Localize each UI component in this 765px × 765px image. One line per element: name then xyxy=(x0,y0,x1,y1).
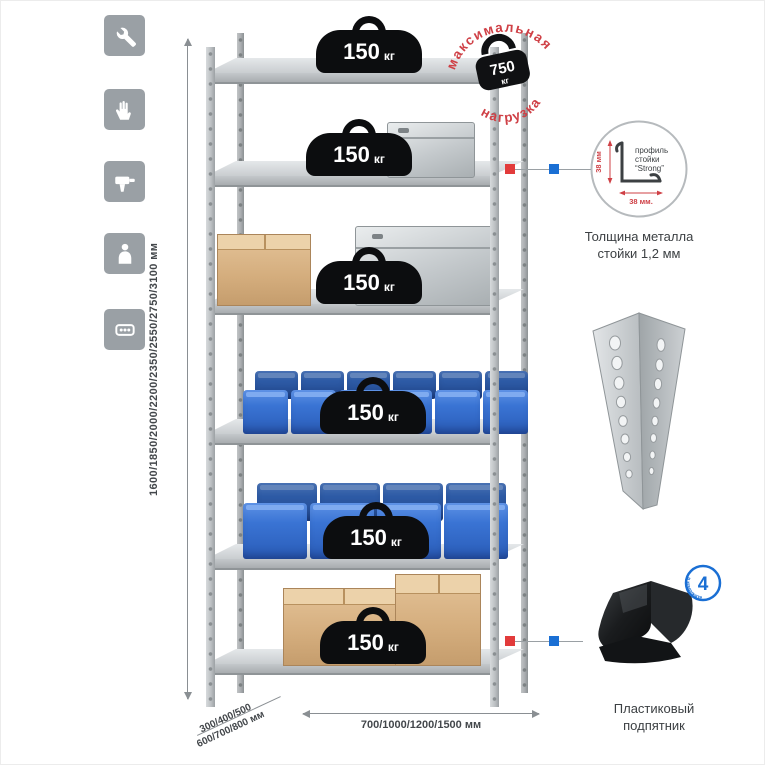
storage-bin xyxy=(435,390,480,434)
load-unit: кг xyxy=(387,639,399,654)
load-value: 150 xyxy=(350,524,387,550)
weight-handle-icon xyxy=(356,607,390,627)
load-value: 150 xyxy=(333,141,370,167)
foot-caption-line2: подпятник xyxy=(623,717,685,733)
drill-icon xyxy=(114,176,135,192)
load-value: 150 xyxy=(347,629,384,655)
rack-post-back-left xyxy=(237,33,244,693)
profile-drawing xyxy=(620,141,662,183)
load-value: 150 xyxy=(347,399,384,425)
weight-handle-icon xyxy=(352,16,386,36)
rack-post-front-right xyxy=(490,47,499,707)
foot-face-right xyxy=(651,581,693,643)
callout-marker-red xyxy=(505,636,515,646)
foot-base xyxy=(599,636,681,664)
shelf-front-edge xyxy=(206,434,496,445)
upright-profile-photo xyxy=(592,312,686,511)
feature-tile-assembly xyxy=(104,15,145,56)
load-unit: кг xyxy=(383,48,395,63)
shelf-front-edge xyxy=(206,304,496,315)
perforation-holes xyxy=(609,335,666,479)
dim-arrow xyxy=(619,190,625,196)
foot-highlight xyxy=(619,584,647,613)
callout-marker-blue xyxy=(549,164,559,174)
profile-label-1: профиль xyxy=(635,146,668,155)
shelf-front-edge xyxy=(206,176,496,187)
profile-curl-right xyxy=(649,173,662,183)
weight-handle-icon xyxy=(356,377,390,397)
storage-bin xyxy=(243,503,307,559)
profile-caption-line2: стойки 1,2 мм xyxy=(597,245,681,261)
dim-arrow xyxy=(657,190,663,196)
foot-face-left xyxy=(598,581,651,649)
shelf-front-edge xyxy=(206,664,496,675)
profile-label-2: стойки xyxy=(635,155,659,164)
rack-post-back-right xyxy=(521,33,528,693)
profile-caption: Толщина металла стойки 1,2 мм xyxy=(564,229,714,263)
weight-handle-icon xyxy=(342,119,376,139)
stamp-value: 750 xyxy=(488,58,516,80)
shelf-front-edge xyxy=(206,559,496,570)
load-unit: кг xyxy=(383,279,395,294)
load-value: 150 xyxy=(343,269,380,295)
dim-text-horizontal: 38 мм. xyxy=(629,197,653,206)
callout-marker-red xyxy=(505,164,515,174)
storage-bin xyxy=(243,390,288,434)
load-unit: кг xyxy=(390,534,402,549)
rack-post-front-left xyxy=(206,47,215,707)
profile-caption-line1: Толщина металла xyxy=(584,229,694,244)
dim-text-vertical: 38 мм xyxy=(594,151,603,173)
quantity-badge-value: 4 xyxy=(698,574,709,595)
callout-circle-border xyxy=(590,120,688,218)
glove-icon xyxy=(115,100,131,120)
load-unit: кг xyxy=(373,151,385,166)
callout-line-bottom xyxy=(511,641,583,642)
dim-arrow xyxy=(607,140,613,146)
height-dimension-line xyxy=(183,38,192,700)
wrench-icon xyxy=(116,27,136,47)
stamp-word-bottom: нагрузка xyxy=(476,92,547,131)
shelf-front-edge xyxy=(206,73,496,84)
feature-tile-gloves xyxy=(104,89,145,130)
width-dimension-label: 700/1000/1200/1500 мм xyxy=(360,719,482,731)
stamp-weight-handle-icon xyxy=(481,34,516,56)
weight-handle-icon xyxy=(352,247,386,267)
quantity-badge xyxy=(684,564,722,602)
stamp-weight-body-icon xyxy=(475,49,530,91)
width-dimension-line xyxy=(302,709,540,718)
dim-arrow xyxy=(607,178,613,184)
stamp-unit: кг xyxy=(500,75,510,86)
callout-marker-blue xyxy=(549,636,559,646)
max-load-stamp: максимальная нагрузка 750 кг xyxy=(436,9,557,131)
profile-curl-top xyxy=(615,141,624,153)
cardboard-box xyxy=(217,234,311,306)
profile-label-3: “Strong” xyxy=(635,164,664,173)
load-unit: кг xyxy=(387,409,399,424)
load-value: 150 xyxy=(343,38,380,64)
fasteners-icon xyxy=(114,323,135,336)
height-dimension-label: 1600/1850/2000/2200/2350/2550/2750/3100 … xyxy=(148,242,160,496)
person-icon xyxy=(118,243,131,264)
foot-caption-line1: Пластиковый xyxy=(613,701,695,716)
feature-tile-person xyxy=(104,233,145,274)
weight-handle-icon xyxy=(359,502,393,522)
feature-tile-drill xyxy=(104,161,145,202)
foot-caption: Пластиковый подпятник xyxy=(574,701,734,735)
profile-callout-circle: 38 мм 38 мм. профиль стойки “Strong” xyxy=(590,120,688,218)
profile-face-right xyxy=(638,312,686,510)
feature-tile-fasteners xyxy=(104,309,145,350)
plastic-foot-photo: 4 в комплекте xyxy=(598,564,722,664)
